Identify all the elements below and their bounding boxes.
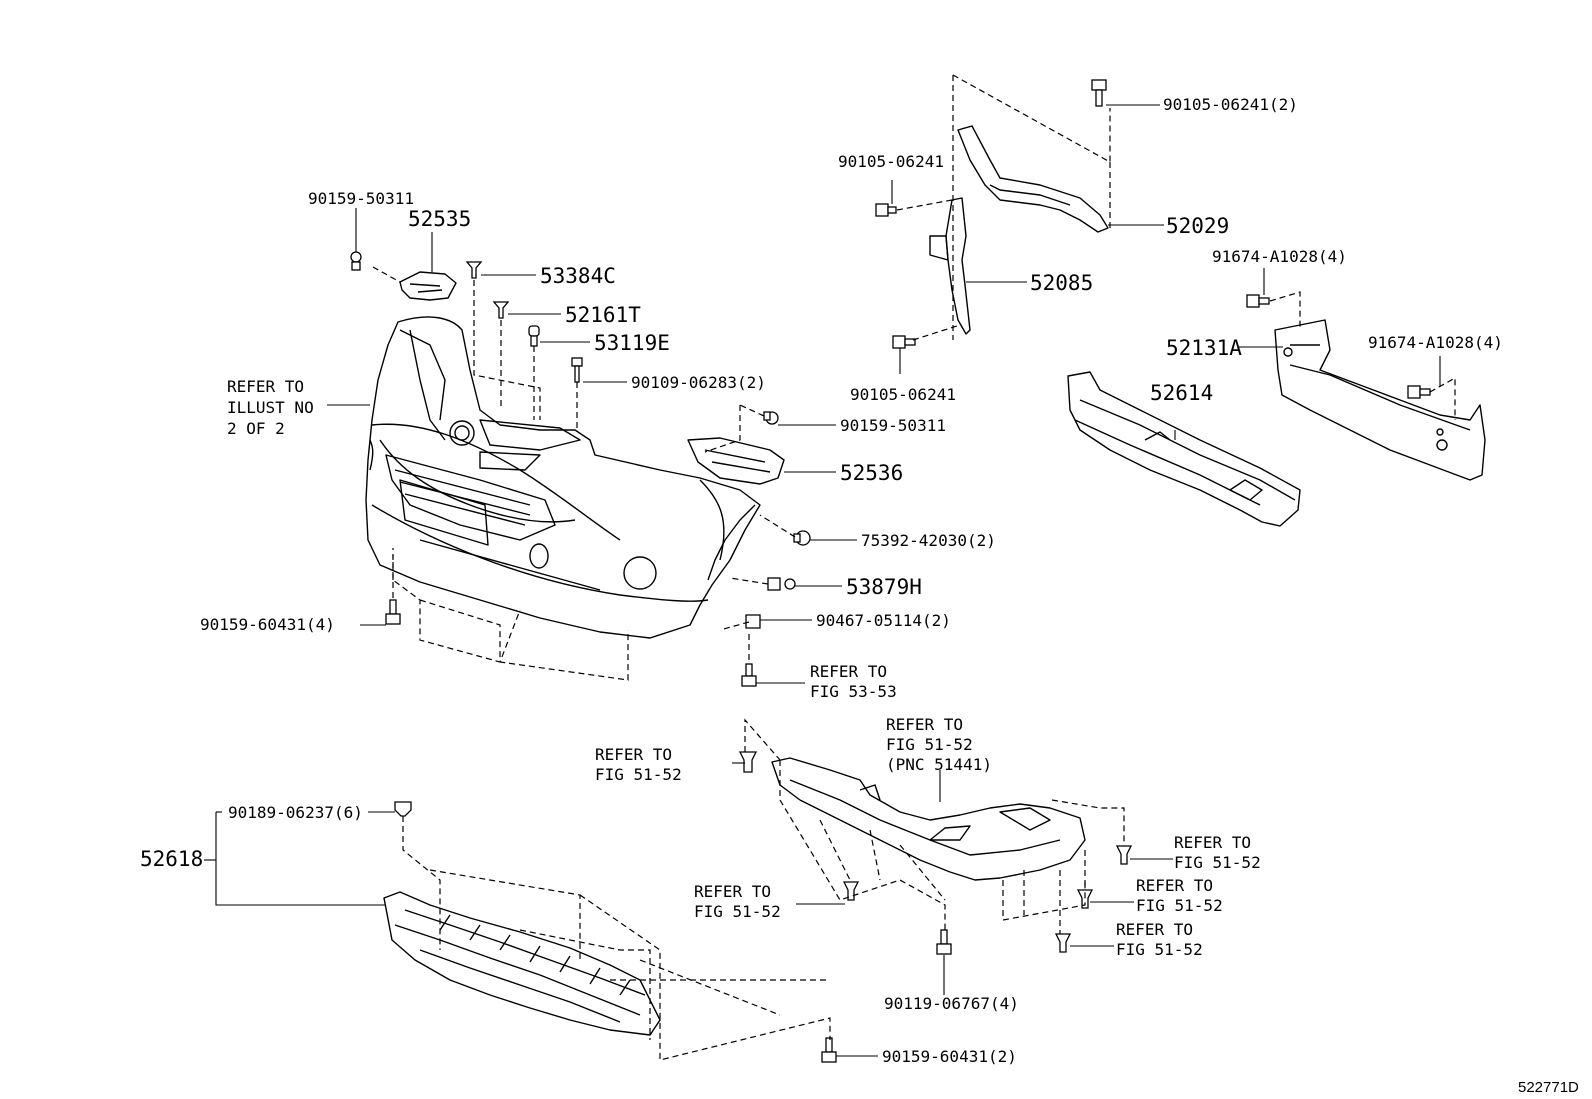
label-52536: 52536 (840, 461, 903, 485)
label-52131a: 52131A (1166, 336, 1242, 360)
bolt-90159-60431-bottom-icon[interactable] (821, 1037, 837, 1063)
label-52085: 52085 (1030, 271, 1093, 295)
clip-53119e-icon[interactable] (528, 325, 540, 347)
bolt-fig-53-53-icon[interactable] (741, 663, 757, 687)
note-line: REFER TO (227, 377, 304, 396)
note-line: FIG 51-52 (595, 765, 682, 784)
label-52618: 52618 (140, 847, 203, 871)
note-line: ILLUST NO (227, 398, 314, 417)
label-90109-06283: 90109-06283(2) (631, 373, 766, 392)
label-90159-60431-bottom: 90159-60431(2) (882, 1047, 1017, 1066)
note-line: FIG 51-52 (1116, 940, 1203, 959)
note-refer-fig-53-53: REFER TO FIG 53-53 (810, 662, 897, 701)
note-refer-fig-51-52-c: REFER TO FIG 51-52 (1174, 833, 1261, 872)
front-bumper-cover[interactable] (365, 316, 761, 639)
note-line: REFER TO (886, 715, 963, 734)
bolt-90159-50311-icon[interactable] (350, 251, 362, 271)
bolt-91674-a1028-b-icon[interactable] (1407, 385, 1431, 399)
bolt-90159-50311-right-icon[interactable] (763, 411, 779, 425)
bolt-90119-06767-icon[interactable] (936, 929, 952, 955)
label-90159-50311-top: 90159-50311 (308, 189, 414, 208)
label-52029: 52029 (1166, 214, 1229, 238)
note-line: REFER TO (1174, 833, 1251, 852)
label-90467-05114: 90467-05114(2) (816, 611, 951, 630)
note-refer-fig-51-52-e: REFER TO FIG 51-52 (1116, 920, 1203, 959)
bolt-90105-06241-b-icon[interactable] (892, 335, 916, 349)
clip-90189-06237-icon[interactable] (394, 801, 412, 817)
bolt-90105-06241-tr-icon[interactable] (1091, 79, 1107, 107)
note-line: REFER TO (1116, 920, 1193, 939)
screw-90109-06283-icon[interactable] (571, 357, 583, 383)
label-90159-60431-left: 90159-60431(4) (200, 615, 335, 634)
engine-under-cover[interactable] (771, 757, 1086, 881)
note-line: FIG 51-52 (1174, 853, 1261, 872)
label-90189-06237: 90189-06237(6) (228, 803, 363, 822)
lower-cover-52618[interactable] (383, 891, 661, 1036)
note-line: REFER TO (595, 745, 672, 764)
retainer-52536[interactable] (687, 437, 785, 485)
note-line: 2 OF 2 (227, 419, 285, 438)
note-line: REFER TO (1136, 876, 1213, 895)
note-line: FIG 51-52 (694, 902, 781, 921)
label-90105-06241-tr: 90105-06241(2) (1163, 95, 1298, 114)
clip-fig-51-52-e-icon[interactable] (1054, 933, 1072, 953)
clip-fig-51-52-c-icon[interactable] (1115, 845, 1133, 865)
note-refer-fig-51-52-pnc: REFER TO FIG 51-52 (PNC 51441) (886, 715, 992, 774)
label-52161t: 52161T (565, 303, 641, 327)
label-53879h: 53879H (846, 575, 922, 599)
note-line: (PNC 51441) (886, 755, 992, 774)
note-line: FIG 51-52 (886, 735, 973, 754)
note-refer-illust: REFER TO ILLUST NO 2 OF 2 (227, 377, 314, 438)
reinforcement-52131a[interactable] (1274, 319, 1486, 481)
label-90105-06241-a: 90105-06241 (838, 152, 944, 171)
label-90119-06767: 90119-06767(4) (884, 994, 1019, 1013)
note-line: REFER TO (810, 662, 887, 681)
nut-53879h-icon[interactable] (767, 577, 796, 591)
note-refer-fig-51-52-a: REFER TO FIG 51-52 (595, 745, 682, 784)
clip-52161t-icon[interactable] (492, 301, 510, 319)
note-line: REFER TO (694, 882, 771, 901)
bracket-52085[interactable] (929, 197, 971, 335)
label-75392-42030: 75392-42030(2) (861, 531, 996, 550)
note-refer-fig-51-52-d: REFER TO FIG 51-52 (1136, 876, 1223, 915)
label-52614: 52614 (1150, 381, 1213, 405)
clip-53384c-icon[interactable] (465, 261, 483, 279)
label-90105-06241-b: 90105-06241 (850, 385, 956, 404)
label-91674-a1028-b: 91674-A1028(4) (1368, 333, 1503, 352)
diagram-id: 522771D (1518, 1079, 1579, 1096)
absorber-52614[interactable] (1067, 371, 1301, 527)
label-52535: 52535 (408, 207, 471, 231)
bolt-90105-06241-a-icon[interactable] (875, 203, 897, 217)
bracket-52029[interactable] (957, 125, 1109, 233)
bolt-91674-a1028-a-icon[interactable] (1246, 294, 1270, 308)
note-line: FIG 53-53 (810, 682, 897, 701)
screw-75392-42030-icon[interactable] (793, 530, 811, 546)
label-90159-50311-right: 90159-50311 (840, 416, 946, 435)
bolt-90159-60431-left-icon[interactable] (385, 599, 401, 625)
clip-fig-51-52-a-icon[interactable] (738, 751, 758, 773)
clip-fig-51-52-d-icon[interactable] (1076, 889, 1094, 909)
note-refer-fig-51-52-b: REFER TO FIG 51-52 (694, 882, 781, 921)
label-91674-a1028-a: 91674-A1028(4) (1212, 247, 1347, 266)
note-line: FIG 51-52 (1136, 896, 1223, 915)
label-53384c: 53384C (540, 264, 616, 288)
label-53119e: 53119E (594, 331, 670, 355)
nut-90467-05114-icon[interactable] (745, 614, 761, 629)
bracket-52535[interactable] (399, 271, 457, 301)
clip-fig-51-52-b-icon[interactable] (842, 881, 860, 901)
